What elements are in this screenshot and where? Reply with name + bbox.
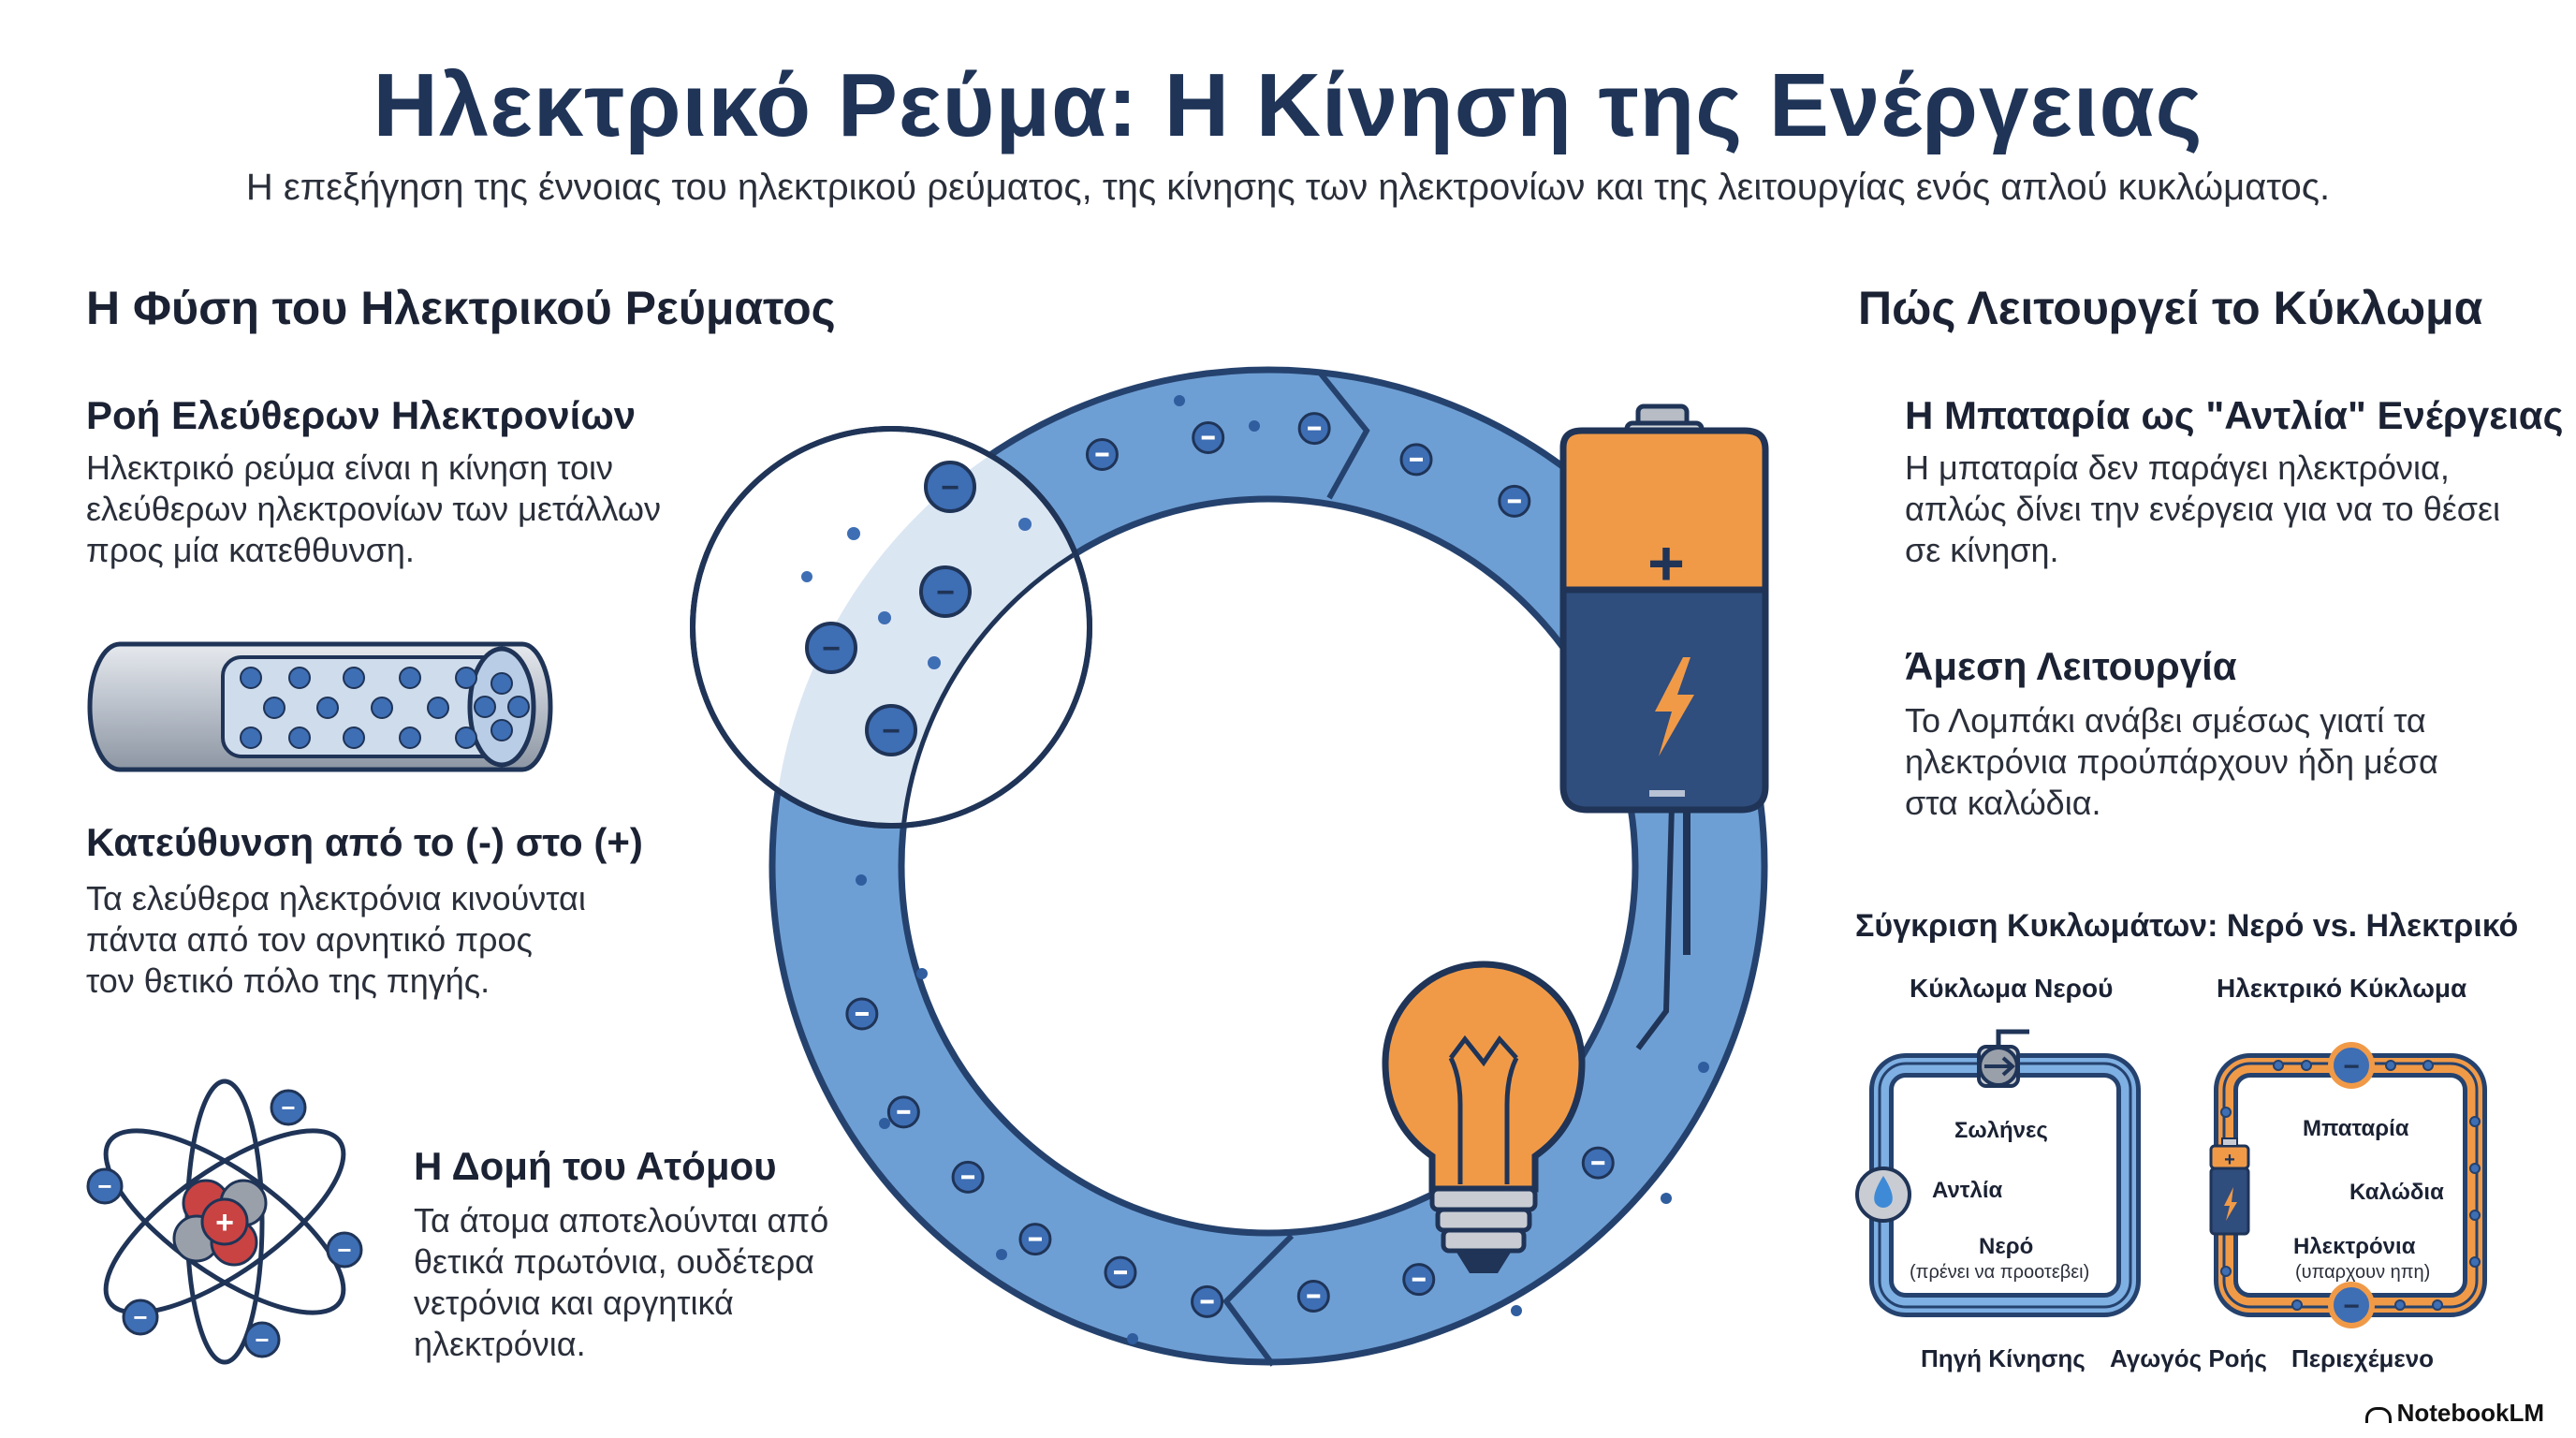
footer-label-content: Περιεχέμενο [2291, 1344, 2435, 1372]
battery-pump-title: Η Μπαταρία ως "Αντλία" Ενέργειας [1905, 393, 2564, 437]
footer-label-source: Πηγή Κίνησης [1921, 1344, 2086, 1372]
electron-minus-mark [1410, 457, 1424, 462]
electric-circuit-title: Ηλεκτρικό Κύκλωμα [2217, 974, 2467, 1003]
left-heading: Η Φύση του Ηλεκτρικού Ρεύματος [86, 282, 836, 334]
electron-minus-mark [961, 1175, 975, 1180]
water-label: Νερό [1979, 1234, 2034, 1259]
pump-label: Αντλία [1932, 1178, 2003, 1203]
wires-label: Καλώδια [2349, 1180, 2444, 1205]
page-subtitle: Η επεξήγηση της έννοιας του ηλεκτρικού ρ… [245, 167, 2331, 208]
battery-pump-text: Η μπαταρία δεν παράγει ηλεκτρόνια,απλώς … [1905, 448, 2501, 569]
footer-label-conductor: Αγωγός Ροής [2110, 1344, 2267, 1372]
svg-text:−: − [822, 631, 841, 667]
svg-text:+: + [2224, 1150, 2235, 1170]
pipes-label: Σωλήνες [1954, 1118, 2048, 1143]
circuit-ring-diagram: − − − − + [690, 366, 1769, 1367]
water-circuit-illustration [1855, 1029, 2141, 1317]
electron-minus-mark [1113, 1270, 1127, 1275]
atom-structure-title: Η Δομή του Ατόμου [414, 1144, 777, 1188]
electron-minus-mark [1028, 1237, 1042, 1241]
notebooklm-logo: NotebookLM [2364, 1399, 2544, 1428]
atom-illustration: + − − − − − [86, 1078, 363, 1365]
svg-text:+: + [215, 1205, 234, 1240]
electron-minus-mark [1507, 499, 1521, 504]
svg-text:−: − [281, 1093, 295, 1122]
svg-text:−: − [337, 1236, 351, 1264]
electrons-label: Ηλεκτρόνια [2293, 1234, 2416, 1259]
electron-minus-mark [1095, 452, 1109, 457]
electron-minus-mark [855, 1012, 869, 1017]
electron-minus-mark [1308, 426, 1322, 431]
notebooklm-icon [2364, 1406, 2392, 1423]
electron-minus-mark [1412, 1277, 1426, 1282]
svg-text:−: − [2343, 1291, 2360, 1322]
battery-label: Μπαταρία [2303, 1116, 2409, 1141]
wire-cross-section-illustration [87, 641, 553, 772]
right-heading: Πώς Λειτουργεί το Κύκλωμα [1858, 282, 2483, 334]
electron-minus-mark [1201, 435, 1215, 440]
electron-minus-mark [1591, 1161, 1605, 1166]
svg-text:+: + [1647, 528, 1685, 599]
water-circuit-title: Κύκλωμα Νερού [1910, 974, 2114, 1003]
light-bulb-illustration [1382, 961, 1586, 1273]
svg-text:−: − [255, 1326, 269, 1354]
electron-minus-mark [1200, 1299, 1214, 1304]
electrons-note: (υπαρχουν ηπη) [2295, 1262, 2431, 1283]
comparison-title: Σύγκριση Κυκλωμάτων: Νερό vs. Ηλεκτρικό [1855, 908, 2519, 944]
svg-text:−: − [2343, 1051, 2360, 1082]
direction-title: Κατεύθυνση από το (-) στο (+) [86, 820, 643, 864]
page-title: Ηλεκτρικό Ρεύμα: Η Κίνηση της Ενέργειας [373, 55, 2203, 155]
electric-circuit-illustration: − − + [2209, 1042, 2487, 1328]
immediate-operation-title: Άμεση Λειτουργία [1905, 644, 2237, 688]
svg-text:−: − [97, 1172, 111, 1200]
battery-illustration: + [1559, 404, 1769, 814]
electron-minus-mark [1307, 1294, 1321, 1299]
svg-text:−: − [941, 470, 959, 506]
electron-minus-mark [897, 1109, 911, 1114]
svg-text:−: − [133, 1303, 147, 1331]
svg-text:−: − [882, 713, 900, 749]
free-electrons-title: Ροή Ελεύθερων Ηλεκτρονίων [86, 393, 637, 437]
svg-text:−: − [936, 575, 955, 610]
water-note: (πρένει να προοτεβει) [1910, 1262, 2090, 1283]
